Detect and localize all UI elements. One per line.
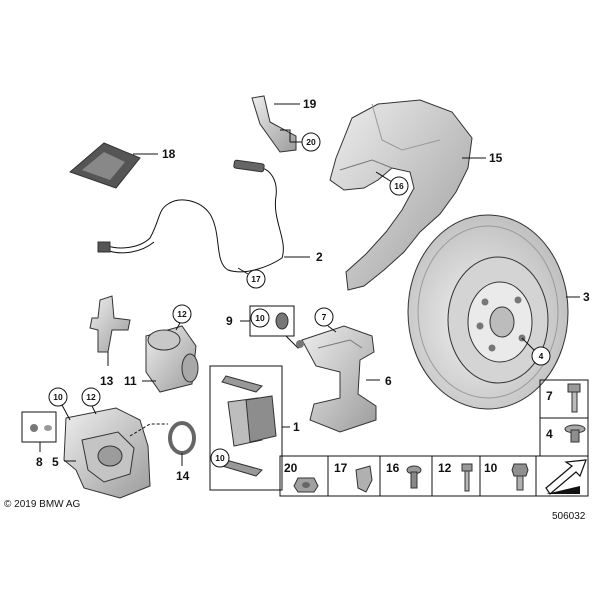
part-1-brake-pad-set: 1 10 xyxy=(209,365,300,491)
callout-2: 2 xyxy=(316,250,323,264)
callout-20-circle: 20 xyxy=(306,137,316,147)
callout-16-circle: 16 xyxy=(394,181,404,191)
part-10-bolt xyxy=(511,463,529,491)
callout-6: 6 xyxy=(385,374,392,388)
part-14-seal-ring: 14 xyxy=(168,421,196,483)
callout-10-circle-c: 10 xyxy=(53,392,63,402)
drawing-number: 506032 xyxy=(552,511,586,522)
arrow-icon xyxy=(545,459,587,495)
callout-4-circle: 4 xyxy=(539,351,544,361)
callout-12: 12 xyxy=(438,461,452,475)
copyright-text: © 2019 BMW AG xyxy=(4,499,81,510)
callout-17: 17 xyxy=(334,461,348,475)
callout-15: 15 xyxy=(489,151,503,165)
callout-7: 7 xyxy=(546,389,553,403)
callout-10: 10 xyxy=(484,461,498,475)
part-6-caliper-carrier: 6 7 xyxy=(301,307,392,433)
callout-5: 5 xyxy=(52,455,59,469)
callout-16: 16 xyxy=(386,461,400,475)
callout-18: 18 xyxy=(162,147,176,161)
part-3-brake-disc: 3 4 xyxy=(407,214,590,410)
part-16-screw xyxy=(406,465,422,489)
callout-12-circle-a: 12 xyxy=(177,309,187,319)
part-18-cover-sheet: 18 xyxy=(69,142,176,189)
part-13-holder: 13 xyxy=(89,295,131,388)
callout-13: 13 xyxy=(100,374,114,388)
part-19-bracket: 19 20 xyxy=(251,95,321,153)
callout-12-circle-b: 12 xyxy=(86,392,96,402)
callout-4: 4 xyxy=(546,427,553,441)
callout-10-circle-b: 10 xyxy=(215,453,225,463)
fastener-grid: 7 4 20 17 16 12 xyxy=(279,379,589,497)
part-2-wear-sensor: 2 17 xyxy=(97,159,323,289)
callout-10-circle-a: 10 xyxy=(255,313,265,323)
part-5-brake-caliper: 8 5 10 12 xyxy=(21,387,168,499)
callout-17-circle: 17 xyxy=(251,274,261,284)
callout-19: 19 xyxy=(303,97,317,111)
part-4-screw xyxy=(564,424,586,443)
part-15-brake-shield: 15 16 xyxy=(329,99,503,291)
callout-3: 3 xyxy=(583,290,590,304)
callout-9: 9 xyxy=(226,314,233,328)
part-9-guide-kit: 10 9 xyxy=(226,305,304,349)
callout-11: 11 xyxy=(124,374,137,388)
callout-8: 8 xyxy=(36,455,43,469)
part-11-actuator-motor: 11 12 xyxy=(124,304,199,393)
part-17-clip xyxy=(355,465,373,493)
callout-14: 14 xyxy=(176,469,190,483)
part-12-screw xyxy=(461,463,473,492)
part-20-nut xyxy=(293,477,319,493)
part-7-bolt xyxy=(567,383,581,413)
callout-1: 1 xyxy=(293,420,300,434)
callout-7-circle: 7 xyxy=(322,312,327,322)
callout-20: 20 xyxy=(284,461,298,475)
